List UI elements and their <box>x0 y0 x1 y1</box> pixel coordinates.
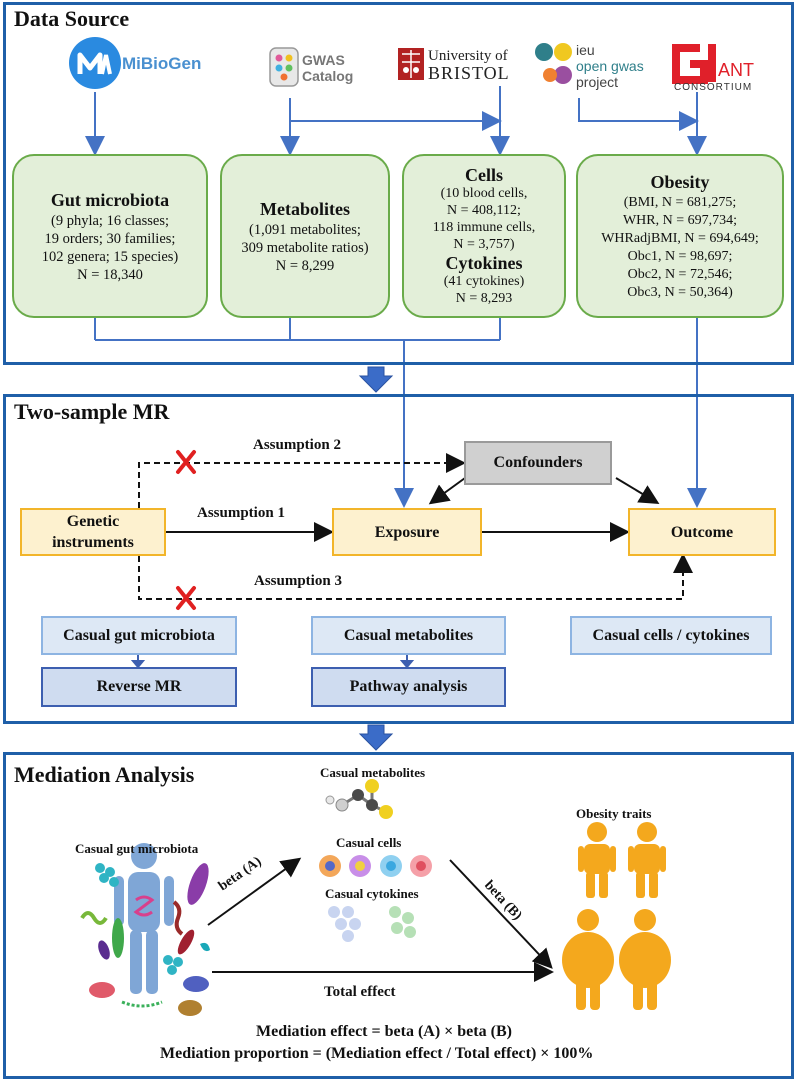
cells-line: N = 3,757) <box>453 237 515 252</box>
gut-line: 102 genera; 15 species) <box>41 249 179 265</box>
two-sample-mr-panel <box>3 394 794 724</box>
obesity-line: WHR, N = 697,734; <box>622 213 738 228</box>
metabolites-line: N = 8,299 <box>275 258 335 274</box>
assumption-3-label: Assumption 3 <box>254 573 342 589</box>
violation-cross-icon <box>176 450 196 610</box>
data-source-title: Data Source <box>14 6 130 31</box>
exposure-box: Exposure <box>332 508 482 556</box>
casual-cells-cytokines-box: Casual cells / cytokines <box>570 616 772 655</box>
giant-consortium-label: CONSORTIUM <box>674 82 753 93</box>
gwas-catalog-logo-icon <box>269 47 299 87</box>
gwas-label-line2: Catalog <box>302 68 354 84</box>
gut-line: (9 phyla; 16 classes; <box>51 213 169 229</box>
gwas-catalog-label: GWAS Catalog <box>302 52 353 84</box>
bristol-label-line2: BRISTOL <box>428 63 510 83</box>
assumption-1-label: Assumption 1 <box>197 505 285 521</box>
mibiogen-logo-icon <box>69 37 121 89</box>
mediation-metabolites-label: Casual metabolites <box>320 765 426 780</box>
data-source-panel <box>3 2 794 365</box>
confounders-box: Confounders <box>464 441 612 485</box>
obesity-line: WHRadjBMI, N = 694,649; <box>601 231 759 246</box>
metabolites-heading: Metabolites <box>260 199 350 219</box>
obesity-line: Obc3, N = 50,364) <box>627 285 733 300</box>
obesity-line: (BMI, N = 681,275; <box>623 195 737 210</box>
mibiogen-label: MiBioGen <box>122 54 202 73</box>
total-effect-label: Total effect <box>324 984 396 1000</box>
cytokines-line: (41 cytokines) <box>443 274 525 289</box>
mediation-analysis-panel <box>3 752 794 1079</box>
gut-heading: Gut microbiota <box>50 190 170 210</box>
cells-line: N = 408,112; <box>447 203 521 218</box>
exposure-label: Exposure <box>374 523 440 541</box>
ieu-label-line3: project <box>576 74 619 90</box>
cytokines-icon <box>328 906 416 942</box>
obesity-heading: Obesity <box>650 172 710 192</box>
reverse-mr-box: Reverse MR <box>41 667 237 707</box>
immune-cells-icon <box>319 855 432 877</box>
mediation-gut-label: Casual gut microbiota <box>75 841 199 856</box>
two-sample-mr-title: Two-sample MR <box>14 399 170 424</box>
pathway-analysis-label: Pathway analysis <box>349 678 468 695</box>
ieu-label: ieu open gwas project <box>576 42 644 90</box>
metabolites-line: 309 metabolite ratios) <box>241 240 369 256</box>
gut-line: 19 orders; 30 families; <box>44 231 176 247</box>
obesity-line: Obc1, N = 98,697; <box>627 249 733 264</box>
mediation-effect-formula: Mediation effect = beta (A) × beta (B) <box>256 1023 512 1040</box>
obesity-people-icon <box>562 822 671 1010</box>
bristol-label-line1: University of <box>428 48 508 64</box>
bristol-crest-icon <box>398 48 424 80</box>
gwas-label-line1: GWAS <box>302 52 345 68</box>
mediation-proportion-formula: Mediation proportion = (Mediation effect… <box>160 1045 594 1062</box>
human-body-icon <box>114 843 174 994</box>
confounders-label: Confounders <box>493 454 583 471</box>
microbes-icon <box>80 863 210 1016</box>
casual-gut-microbiota-box: Casual gut microbiota <box>41 616 237 655</box>
reverse-mr-label: Reverse MR <box>96 678 182 695</box>
genetic-line: instruments <box>52 534 134 551</box>
cytokines-heading: Cytokines <box>445 253 523 273</box>
cells-heading: Cells <box>465 165 503 185</box>
genetic-line: Genetic <box>66 513 120 530</box>
assumption-2-label: Assumption 2 <box>253 437 341 453</box>
obesity-box: Obesity (BMI, N = 681,275; WHR, N = 697,… <box>576 154 784 318</box>
casual-cells-label: Casual cells / cytokines <box>592 626 750 644</box>
mediation-analysis-title: Mediation Analysis <box>14 762 195 787</box>
genetic-instruments-box: Genetic instruments <box>20 508 166 556</box>
giant-ant-label: ANT <box>718 60 754 80</box>
metabolites-box: Metabolites (1,091 metabolites; 309 meta… <box>220 154 390 318</box>
bristol-label: University of BRISTOL <box>428 48 510 82</box>
ieu-label-line1: ieu <box>576 42 595 58</box>
obesity-line: Obc2, N = 72,546; <box>627 267 733 282</box>
giant-logo-icon <box>672 44 716 84</box>
casual-gut-label: Casual gut microbiota <box>63 626 215 644</box>
cells-cytokines-box: Cells (10 blood cells, N = 408,112; 118 … <box>402 154 566 318</box>
cells-line: 118 immune cells, <box>432 220 536 235</box>
metabolites-line: (1,091 metabolites; <box>249 222 361 238</box>
mediation-cells-label: Casual cells <box>336 835 402 850</box>
obesity-traits-label: Obesity traits <box>576 806 652 821</box>
ieu-label-line2: open gwas <box>576 58 644 74</box>
pathway-analysis-box: Pathway analysis <box>311 667 506 707</box>
mediation-cytokines-label: Casual cytokines <box>325 886 419 901</box>
cells-line: (10 blood cells, <box>440 186 528 201</box>
molecule-icon <box>325 779 393 819</box>
outcome-box: Outcome <box>628 508 776 556</box>
casual-metabolites-label: Casual metabolites <box>343 626 474 644</box>
gut-line: N = 18,340 <box>77 267 143 283</box>
cytokines-line: N = 8,293 <box>455 291 513 306</box>
ieu-openGWAS-logo-icon <box>535 43 572 84</box>
outcome-label: Outcome <box>670 523 734 541</box>
gut-microbiota-box: Gut microbiota (9 phyla; 16 classes; 19 … <box>12 154 208 318</box>
casual-metabolites-box: Casual metabolites <box>311 616 506 655</box>
